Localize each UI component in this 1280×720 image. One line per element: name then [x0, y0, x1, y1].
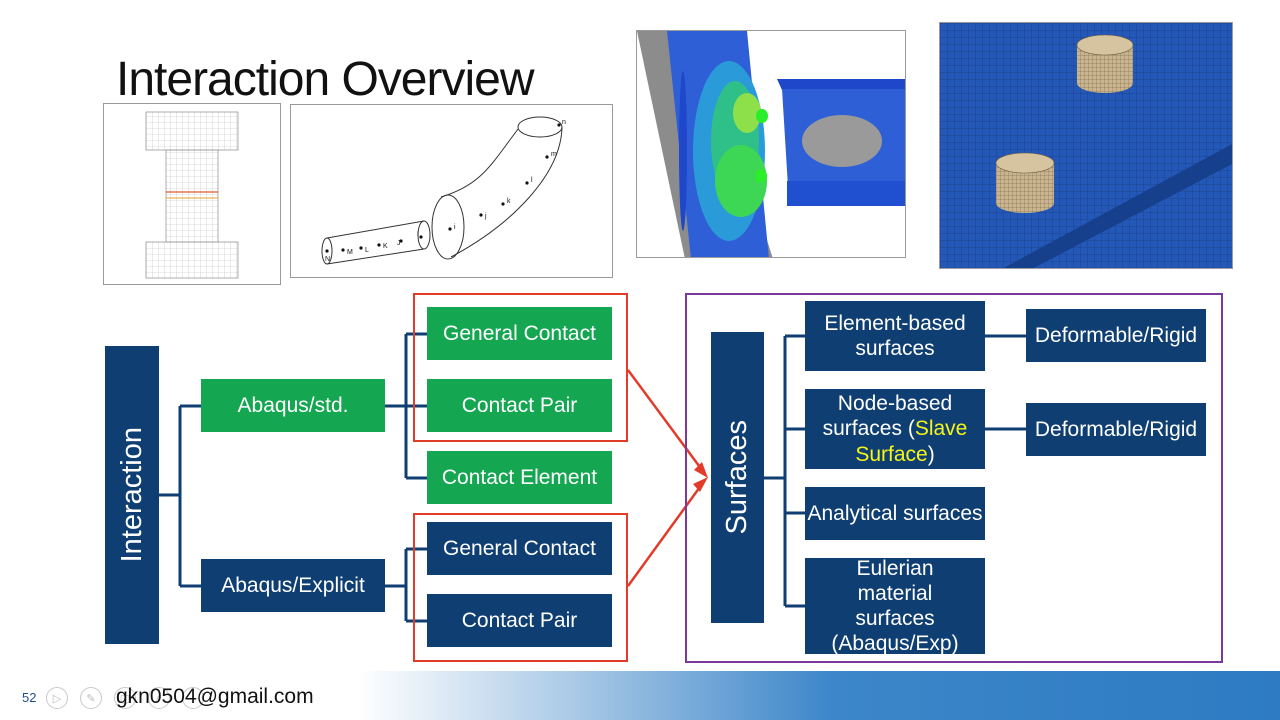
explicit-contact-highlight-frame	[413, 513, 628, 662]
std-contact-pair-box: Contact Pair	[427, 379, 612, 432]
abaqus-explicit-box: Abaqus/Explicit	[201, 559, 385, 612]
pipe-label-M: M	[347, 249, 353, 256]
abaqus-std-box: Abaqus/std.	[201, 379, 385, 432]
std-contact-highlight-frame	[413, 293, 628, 442]
node-based-suffix: )	[927, 442, 935, 466]
std-contact-element-box: Contact Element	[427, 451, 612, 504]
interaction-root-label: Interaction	[115, 427, 148, 563]
node-based-text: Node-based surfaces (	[822, 392, 953, 441]
surfaces-label: Surfaces	[721, 420, 754, 535]
pipe-label-K: K	[383, 243, 388, 250]
pipe-label-l: l	[531, 177, 533, 184]
pipe-label-m: m	[551, 151, 557, 158]
bolted-plate-image	[939, 22, 1233, 269]
std-general-contact-box: General Contact	[427, 307, 612, 360]
pen-icon[interactable]: ✎	[80, 687, 102, 709]
pipe-label-J: J	[397, 240, 401, 247]
analytical-surfaces-box: Analytical surfaces	[805, 487, 985, 540]
play-icon[interactable]: ▷	[46, 687, 68, 709]
element-based-surfaces-box: Element-based surfaces	[805, 301, 985, 371]
slave-surface-highlight: Slave Surface	[855, 417, 968, 466]
explicit-contact-pair-box: Contact Pair	[427, 594, 612, 647]
pipe-label-I: I	[417, 231, 419, 238]
deformable-rigid-box-1: Deformable/Rigid	[1026, 309, 1206, 362]
eulerian-surfaces-box: Eulerian material surfaces (Abaqus/Exp)	[805, 557, 985, 655]
pipe-elbow-diagram: n m l k j i I J K L M N	[290, 104, 613, 278]
surfaces-frame	[685, 293, 1223, 663]
footer-bar	[0, 671, 1280, 720]
deformable-rigid-box-2: Deformable/Rigid	[1026, 403, 1206, 456]
pipe-label-N: N	[325, 256, 330, 263]
interaction-root-box: Interaction	[105, 346, 159, 644]
author-email: gkn0504@gmail.com	[116, 685, 314, 708]
stress-contour-image	[636, 30, 906, 258]
more-icon[interactable]: ⋯	[182, 687, 204, 709]
pipe-label-j: j	[484, 213, 487, 220]
pipe-label-L: L	[365, 247, 369, 254]
explicit-general-contact-box: General Contact	[427, 522, 612, 575]
page-number: 52	[22, 690, 37, 705]
surfaces-box: Surfaces	[711, 332, 764, 623]
slides-icon[interactable]: ▢	[114, 687, 136, 709]
pipe-label-n: n	[562, 119, 566, 126]
zoom-icon[interactable]: ⌕	[148, 687, 170, 709]
slide-title: Interaction Overview	[116, 53, 535, 106]
specimen-mesh-image	[103, 103, 281, 285]
pipe-label-i: i	[454, 224, 456, 231]
node-based-surfaces-box: Node-based surfaces (Slave Surface)	[805, 389, 985, 469]
pipe-label-k: k	[507, 198, 511, 205]
